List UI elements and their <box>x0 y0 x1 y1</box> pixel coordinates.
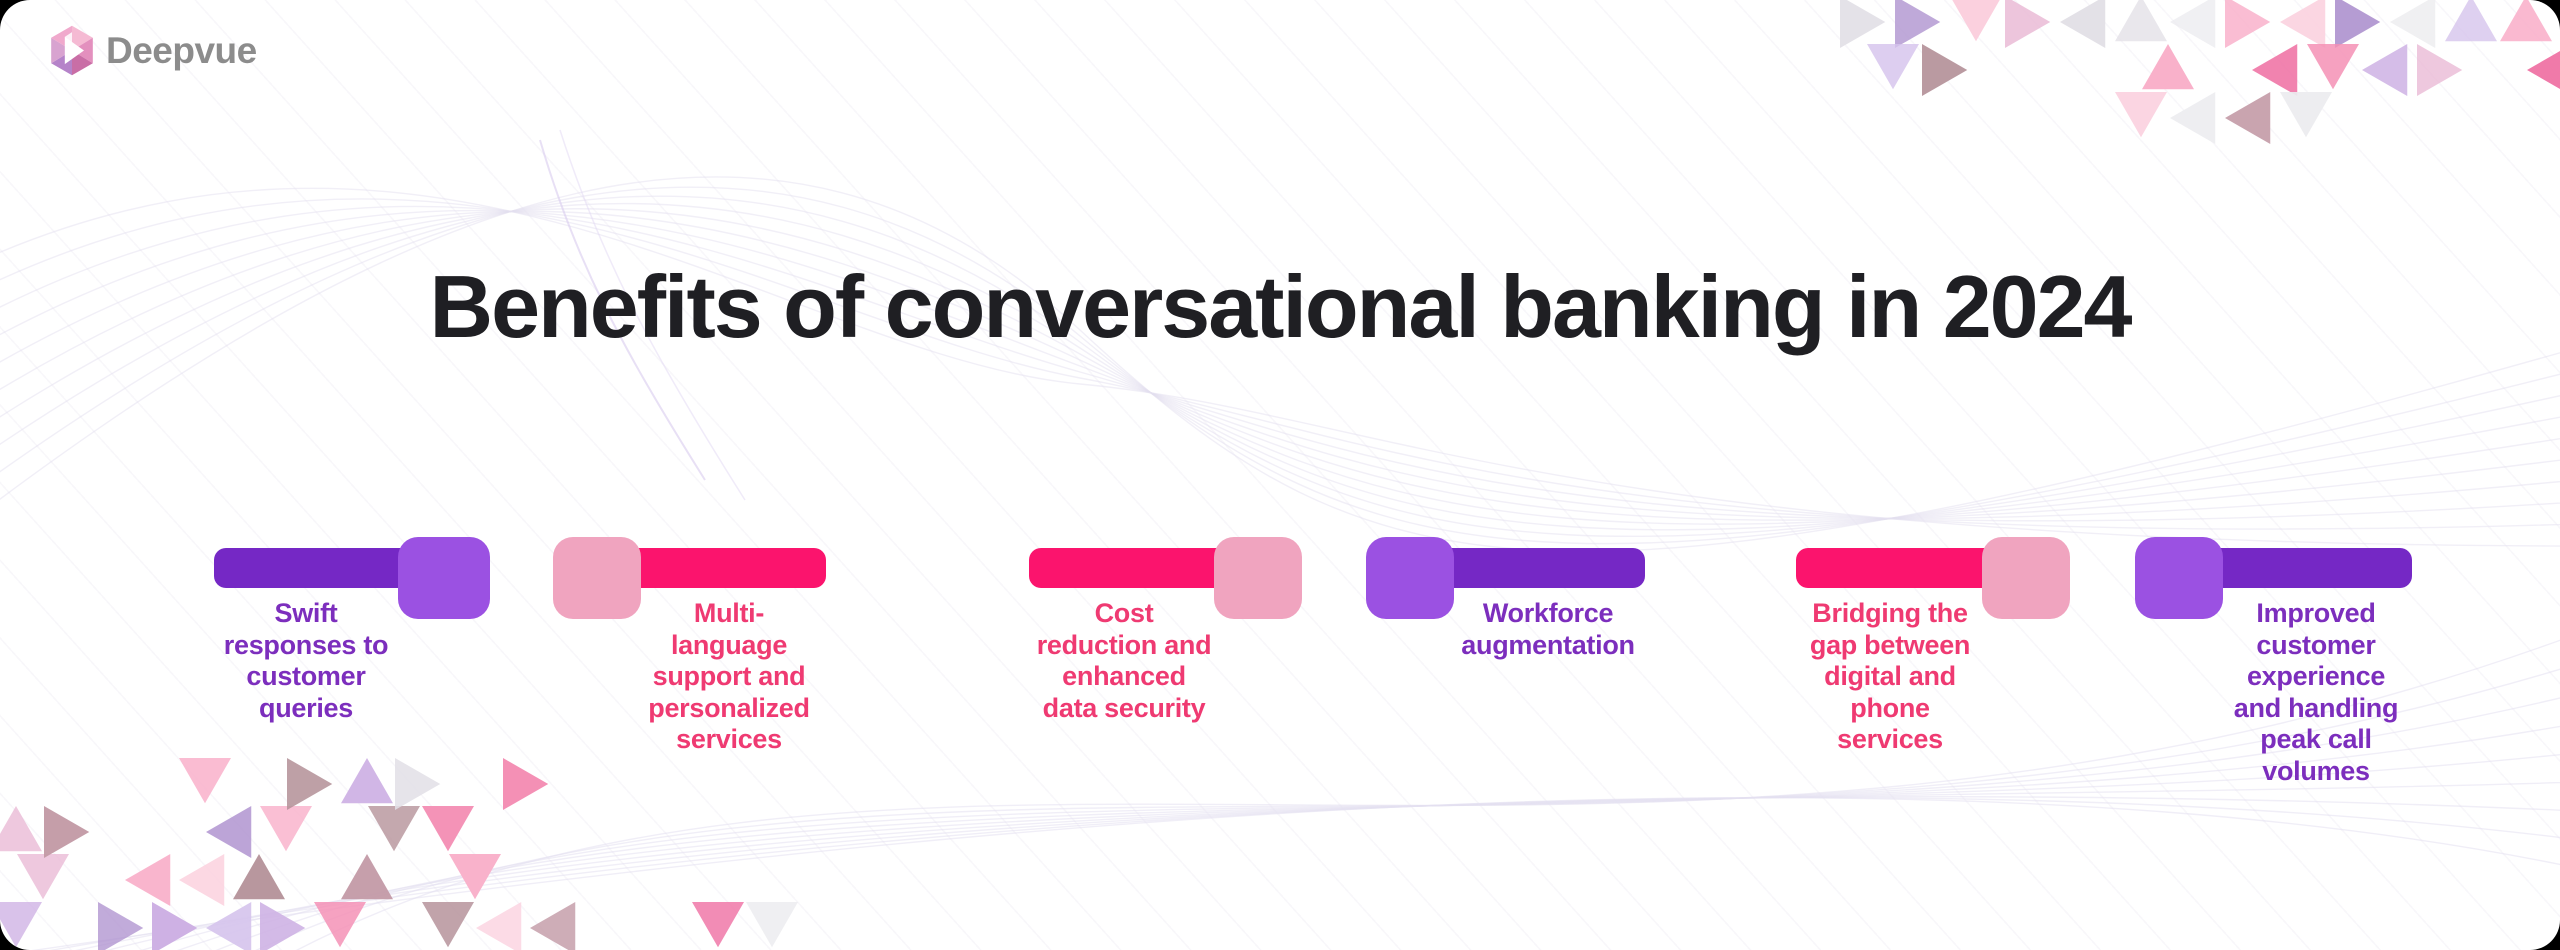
brand-name: Deepvue <box>106 29 257 71</box>
page-title: Benefits of conversational banking in 20… <box>429 257 2133 356</box>
benefit-label: Cost reduction and enhanced data securit… <box>1036 598 1212 723</box>
benefit-label: Swift responses to customer queries <box>223 598 389 723</box>
benefit-accent-square <box>553 537 641 619</box>
benefit-accent-square <box>1982 537 2070 619</box>
deepvue-logo-icon <box>51 25 93 76</box>
benefit-label: Workforce augmentation <box>1461 598 1635 660</box>
benefit-label: Bridging the gap between digital and pho… <box>1809 598 1971 755</box>
benefit-accent-square <box>398 537 490 619</box>
benefit-accent-square <box>1366 537 1454 619</box>
benefit-accent-square <box>2135 537 2223 619</box>
benefit-label: Multi- language support and personalized… <box>648 598 810 755</box>
benefit-accent-square <box>1214 537 1302 619</box>
brand-logo: Deepvue <box>48 24 257 77</box>
benefit-label: Improved customer experience and handlin… <box>2233 598 2399 786</box>
